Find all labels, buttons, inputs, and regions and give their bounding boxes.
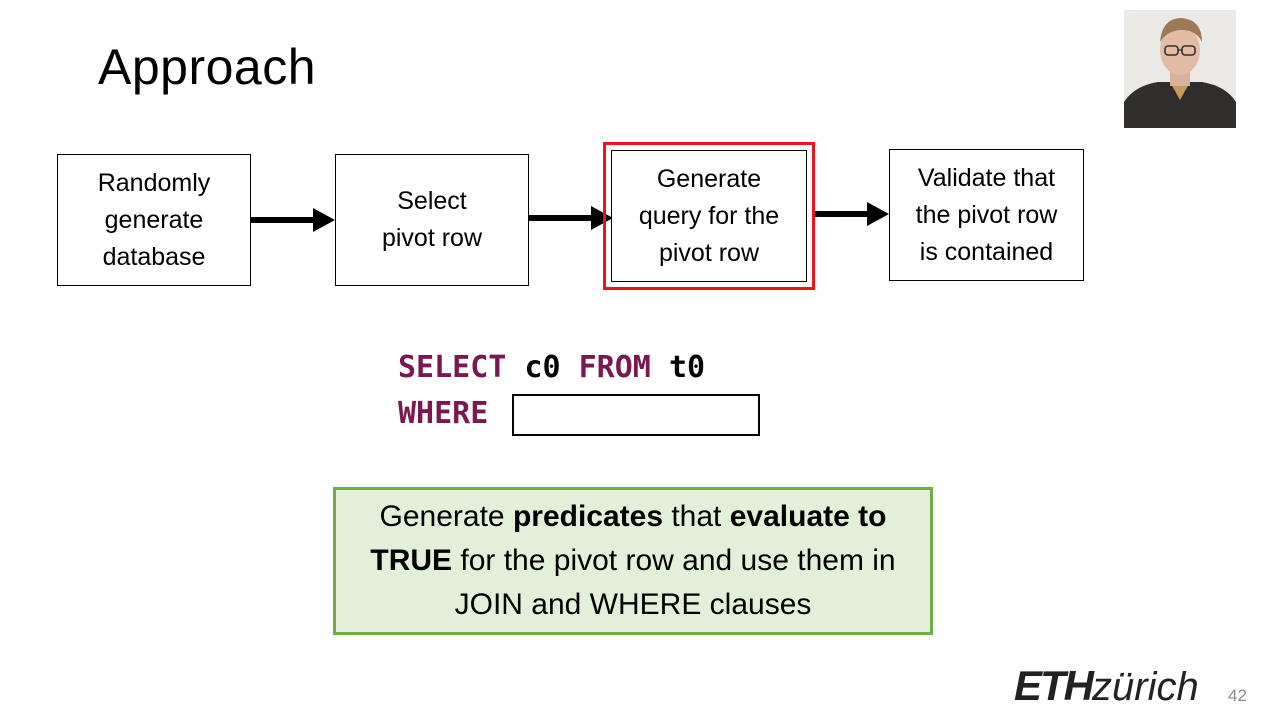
step-label: Randomly generate database bbox=[97, 168, 211, 271]
step-label: Generate query for the pivot row bbox=[638, 164, 780, 267]
highlight-frame bbox=[603, 142, 815, 290]
sql-from-keyword: FROM bbox=[578, 350, 651, 385]
step-validate-pivot-row: Validate that the pivot row is contained bbox=[889, 149, 1084, 281]
sql-line-2: WHERE bbox=[398, 396, 488, 431]
step-generate-database: Randomly generate database bbox=[57, 154, 251, 286]
note-text-part: that bbox=[663, 500, 730, 533]
logo-eth: ETH bbox=[1014, 662, 1094, 709]
sql-column: c0 bbox=[524, 350, 561, 385]
sql-select-keyword: SELECT bbox=[398, 350, 507, 385]
presenter-image bbox=[1124, 10, 1236, 128]
step-generate-query: Generate query for the pivot row bbox=[611, 150, 807, 282]
slide-title: Approach bbox=[98, 39, 317, 95]
note-bold-predicates: predicates bbox=[512, 500, 664, 533]
note-bold-evaluate: evaluate to TRUE bbox=[370, 500, 887, 577]
note-text-part: Generate bbox=[379, 500, 513, 533]
arrow-1 bbox=[251, 208, 335, 232]
step-label: Validate that the pivot row is contained bbox=[915, 163, 1058, 266]
note-box: Generate predicates that evaluate to TRU… bbox=[333, 487, 933, 635]
note-text: Generate predicates that evaluate to TRU… bbox=[350, 495, 916, 627]
logo-zurich: zürich bbox=[1092, 665, 1199, 709]
arrow-3 bbox=[815, 202, 889, 226]
where-predicate-placeholder bbox=[512, 394, 760, 436]
eth-zurich-logo: ETHzürich bbox=[1014, 662, 1199, 709]
sql-where-keyword: WHERE bbox=[398, 396, 489, 431]
sql-table: t0 bbox=[668, 350, 706, 385]
presenter-webcam bbox=[1124, 10, 1236, 128]
step-select-pivot-row: Select pivot row bbox=[335, 154, 529, 286]
step-label: Select pivot row bbox=[381, 187, 483, 252]
note-text-part: for the pivot row and use them in JOIN a… bbox=[452, 544, 896, 621]
page-number: 42 bbox=[1228, 686, 1247, 705]
sql-line-1: SELECT c0 FROM t0 bbox=[398, 350, 705, 385]
arrow-2 bbox=[529, 206, 613, 230]
